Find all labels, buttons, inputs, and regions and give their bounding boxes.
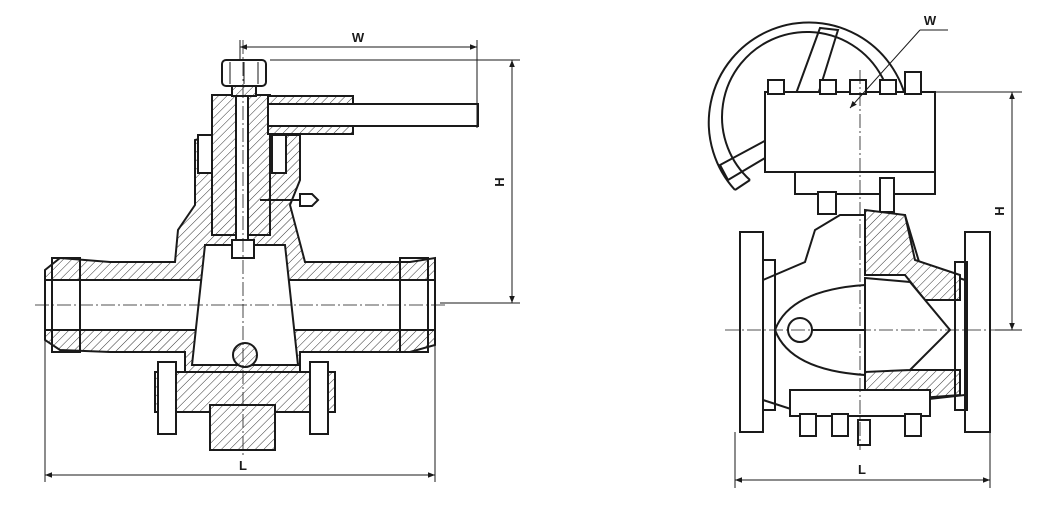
bottom-plug xyxy=(209,404,276,451)
gearbox-stud-right xyxy=(879,177,895,213)
stem xyxy=(235,94,249,246)
handwheel-spoke-1 xyxy=(789,26,840,115)
label-l-left: L xyxy=(239,458,247,473)
right-flange xyxy=(964,231,991,433)
grease-fitting xyxy=(260,193,320,207)
valve-body-section xyxy=(864,208,961,301)
handwheel-rim-outer xyxy=(707,21,909,191)
gearbox-stud-left xyxy=(817,191,837,215)
label-w-right: W xyxy=(924,13,937,28)
left-flange-neck xyxy=(762,259,776,411)
right-dimensions: W H L xyxy=(734,13,1022,488)
bonnet-bolt-left xyxy=(197,134,213,174)
label-l-right: L xyxy=(858,462,866,477)
label-h-right: H xyxy=(992,206,1007,215)
left-dimensions: W H L xyxy=(44,30,520,482)
bonnet-bolt-right xyxy=(271,134,287,174)
handwheel-rim-inner xyxy=(721,30,893,181)
plug-valve-gear-view xyxy=(707,21,1000,450)
bottom-bolt-right xyxy=(309,361,329,435)
dimension-w-right xyxy=(849,29,921,109)
nut-base xyxy=(231,85,257,97)
gearbox-housing xyxy=(764,91,936,173)
label-w-left: W xyxy=(352,30,365,45)
left-flange xyxy=(739,231,764,433)
right-flange-neck xyxy=(954,261,968,411)
lever-handle xyxy=(267,103,479,127)
bottom-bolt-left xyxy=(157,361,177,435)
label-h-left: H xyxy=(492,177,507,186)
handwheel-spoke-2 xyxy=(718,129,793,182)
plug-valve-lever-view xyxy=(35,40,479,455)
gear-view-plug xyxy=(864,276,952,374)
gearbox-base xyxy=(794,171,936,195)
plug-port xyxy=(232,342,258,368)
